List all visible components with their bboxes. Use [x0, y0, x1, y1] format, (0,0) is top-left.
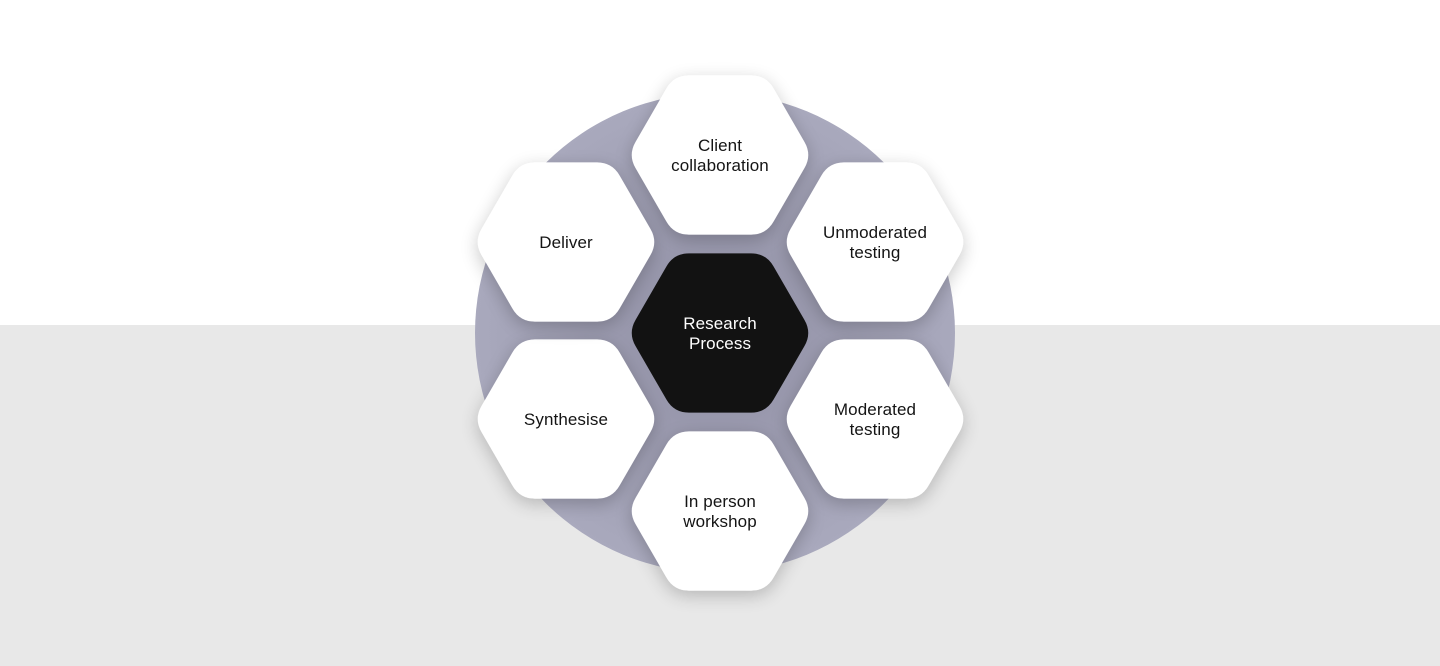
node-deliver: Deliver — [477, 162, 655, 322]
node-deliver-hexagon — [477, 162, 655, 322]
node-synthesise-label: Synthesise — [524, 410, 608, 429]
node-unmoderated-testing-hexagon — [786, 162, 964, 322]
node-synthesise: Synthesise — [477, 339, 655, 499]
node-moderated-testing-label: testing — [850, 420, 901, 439]
node-in-person-workshop-hexagon — [631, 431, 809, 591]
node-moderated-testing-label: Moderated — [834, 400, 916, 419]
node-client-collaboration-hexagon — [631, 75, 809, 235]
node-unmoderated-testing-label: Unmoderated — [823, 223, 927, 242]
node-research-process-hexagon — [631, 253, 809, 413]
node-unmoderated-testing-label: testing — [850, 243, 901, 262]
node-deliver-label: Deliver — [539, 233, 593, 252]
node-moderated-testing-hexagon — [786, 339, 964, 499]
node-research-process-label: Research — [683, 314, 757, 333]
node-client-collaboration-label: Client — [698, 136, 742, 155]
node-in-person-workshop-label: workshop — [682, 512, 757, 531]
node-research-process-label: Process — [689, 334, 751, 353]
node-synthesise-hexagon — [477, 339, 655, 499]
node-in-person-workshop-label: In person — [684, 492, 756, 511]
node-client-collaboration-label: collaboration — [671, 156, 769, 175]
